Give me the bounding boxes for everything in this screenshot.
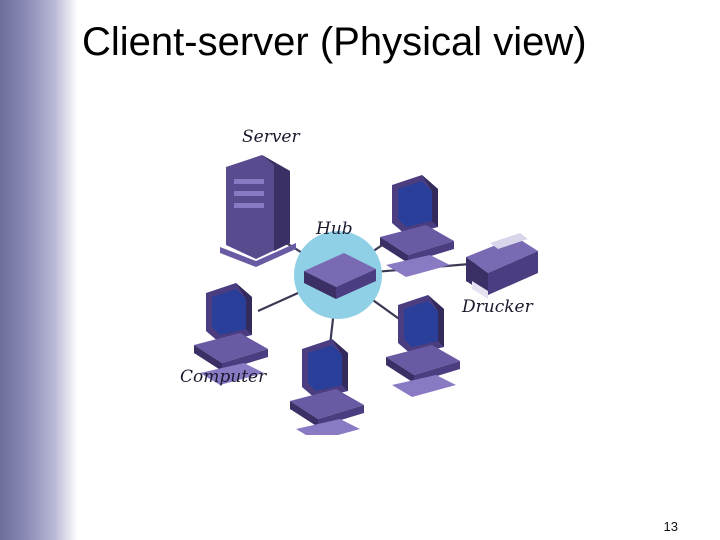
network-diagram-canvas	[194, 155, 538, 435]
network-hub-icon	[294, 231, 382, 319]
slide-title: Client-server (Physical view)	[82, 20, 587, 64]
page-number: 13	[663, 519, 678, 534]
printer-icon	[466, 233, 538, 299]
desktop-computer-icon	[386, 295, 460, 397]
desktop-computer-icon	[380, 175, 454, 277]
slide-side-band	[0, 0, 78, 540]
desktop-computer-icon	[290, 339, 364, 435]
label-printer: Drucker	[462, 297, 533, 317]
label-server: Server	[242, 127, 300, 147]
server-tower-icon	[220, 155, 296, 267]
label-computer: Computer	[180, 367, 267, 387]
label-hub: Hub	[316, 219, 353, 239]
network-diagram: Server Hub Drucker Computer	[170, 115, 550, 435]
